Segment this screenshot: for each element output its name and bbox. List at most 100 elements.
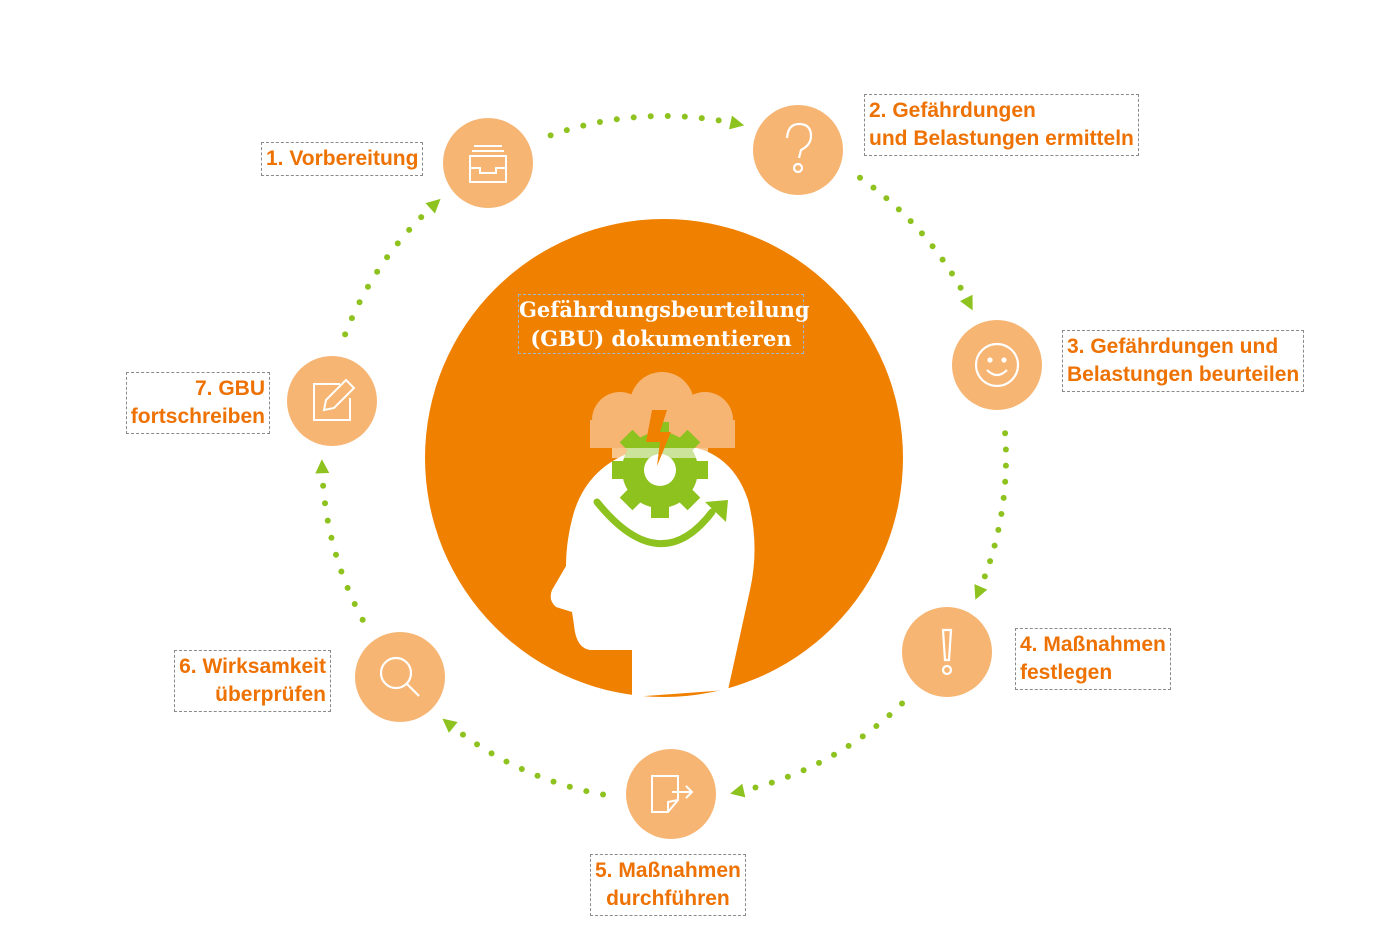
arrow-dot xyxy=(596,119,603,126)
arrow-dot xyxy=(899,700,906,707)
step-label-text: überprüfen xyxy=(215,683,326,706)
edit-pencil-icon xyxy=(313,378,356,421)
step-label-4[interactable]: 4. Maßnahmen festlegen xyxy=(1015,628,1171,690)
arrow-dot xyxy=(1002,430,1009,437)
arrow-dot xyxy=(338,568,345,575)
arrow-dot xyxy=(534,772,541,779)
arrow-dot xyxy=(998,510,1005,517)
arrow-dot xyxy=(698,115,705,122)
arrowhead-icon xyxy=(960,294,973,311)
step-label-2[interactable]: 2. Gefährdungen und Belastungen ermittel… xyxy=(864,94,1139,156)
arrow-dot xyxy=(1000,494,1007,501)
step-node-7[interactable] xyxy=(287,356,377,446)
arrow-dot xyxy=(359,616,366,623)
arrow-dot xyxy=(566,783,573,790)
step-node-6[interactable] xyxy=(355,632,445,722)
arrow-dot xyxy=(384,254,391,261)
arrow-dot xyxy=(907,218,914,225)
cycle-arrowhead xyxy=(705,500,728,522)
arrow-dot xyxy=(344,584,351,591)
arrow-dot xyxy=(681,113,688,120)
arrow-dot xyxy=(324,517,331,524)
arrow-dot xyxy=(563,127,570,134)
arrow-dot xyxy=(939,256,946,263)
arrow-dot xyxy=(831,751,838,758)
exclamation-icon xyxy=(941,628,953,676)
step-label-text: durchführen xyxy=(606,887,730,910)
step-label-text: Belastungen beurteilen xyxy=(1067,363,1300,386)
arrow-dot xyxy=(580,122,587,129)
step-node-2[interactable] xyxy=(753,105,843,195)
arrow-dot xyxy=(459,731,466,738)
step-label-1[interactable]: 1. Vorbereitung xyxy=(261,142,424,176)
arrow-dot xyxy=(816,759,823,766)
arrowhead-icon xyxy=(442,718,458,733)
step-node-1[interactable] xyxy=(443,118,533,208)
question-mark-icon xyxy=(785,122,813,174)
arrowhead-icon xyxy=(730,783,746,798)
center-title: Gefährdungsbeurteilung (GBU) dokumentier… xyxy=(518,294,810,354)
step-node-5[interactable] xyxy=(626,749,716,839)
arrow-dot xyxy=(857,174,864,181)
arrowhead-icon xyxy=(425,198,441,214)
step-label-text: festlegen xyxy=(1020,661,1113,684)
step-label-text: 6. Wirksamkeit xyxy=(179,655,326,678)
arrow-dot xyxy=(981,573,988,580)
document-arrow-icon xyxy=(651,775,694,813)
arrow-dot xyxy=(886,712,893,719)
arrow-dot xyxy=(664,113,671,120)
arrow-dot xyxy=(418,214,425,221)
arrow-dot xyxy=(348,315,355,322)
arrow-dot xyxy=(503,758,510,765)
arrow-dot xyxy=(374,268,381,275)
arrow-dot xyxy=(320,482,327,489)
arrow-dot xyxy=(600,791,607,798)
arrow-dot xyxy=(550,778,557,785)
step-label-text: 2. Gefährdungen xyxy=(869,99,1036,122)
step-label-text: 1. Vorbereitung xyxy=(266,147,419,170)
arrow-dot xyxy=(613,116,620,123)
arrow-dot xyxy=(1002,446,1009,453)
step-label-6[interactable]: 6. Wirksamkeit überprüfen xyxy=(174,650,331,712)
arrow-dot xyxy=(800,767,807,774)
step-label-text: 7. GBU xyxy=(194,377,265,400)
magnifier-icon xyxy=(379,656,420,697)
arrow-dot xyxy=(991,542,998,549)
step-label-text: 5. Maßnahmen xyxy=(595,859,741,882)
arrow-dot xyxy=(895,206,902,213)
arrow-dot xyxy=(873,723,880,730)
arrowhead-icon xyxy=(974,584,988,600)
arrow-dot xyxy=(364,283,371,290)
arrow-dot xyxy=(647,113,654,120)
arrowhead-icon xyxy=(729,115,745,130)
cycle-arrow-icon xyxy=(593,498,716,548)
arrowhead-icon xyxy=(315,459,330,474)
arrow-dot xyxy=(948,270,955,277)
arrow-dot xyxy=(1002,462,1009,469)
center-title-line1: Gefährdungsbeurteilung xyxy=(519,297,810,322)
lightning-icon xyxy=(646,410,671,466)
step-node-3[interactable] xyxy=(952,320,1042,410)
arrow-dot xyxy=(547,132,554,139)
arrow-dot xyxy=(715,117,722,124)
arrow-dot xyxy=(342,331,349,338)
step-label-7[interactable]: 7. GBU fortschreiben xyxy=(125,372,270,434)
dotted-arrows xyxy=(315,113,1009,798)
step-label-5[interactable]: 5. Maßnahmen durchführen xyxy=(590,854,746,916)
smiley-icon xyxy=(974,342,1020,388)
arrow-dot xyxy=(957,284,964,291)
step-node-4[interactable] xyxy=(902,607,992,697)
step-label-3[interactable]: 3. Gefährdungen und Belastungen beurteil… xyxy=(1062,330,1305,392)
arrow-dot xyxy=(784,773,791,780)
center-title-line2: (GBU) dokumentieren xyxy=(530,326,792,351)
arrow-dot xyxy=(328,534,335,541)
inbox-tray-icon xyxy=(469,145,507,183)
arrow-dot xyxy=(987,558,994,565)
arrow-dot xyxy=(752,784,759,791)
step-label-text: fortschreiben xyxy=(130,405,265,428)
arrow-dot xyxy=(406,226,413,233)
arrow-dot xyxy=(870,184,877,191)
arrow-dot xyxy=(518,766,525,773)
